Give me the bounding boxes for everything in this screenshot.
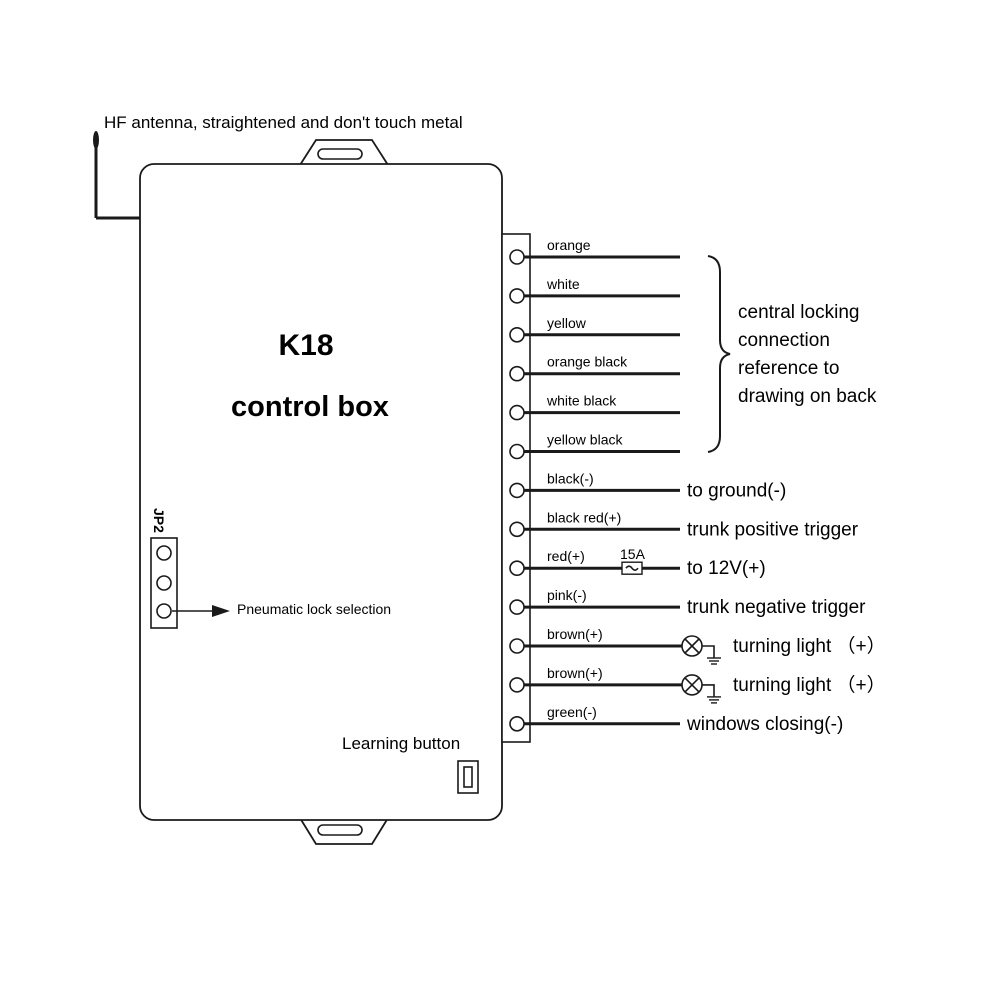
- wire-color-label: brown(+): [547, 665, 603, 681]
- wire-color-label: white black: [546, 393, 617, 409]
- wire-target-label: to 12V(+): [687, 558, 766, 579]
- central-locking-brace: [707, 255, 731, 453]
- wire-color-label: green(-): [547, 704, 597, 720]
- wire-color-label: white: [546, 276, 580, 292]
- wire-row: black red(+) trunk positive trigger: [509, 509, 859, 540]
- wire-target-label: turning light （+）: [733, 674, 886, 696]
- arrow-icon: [212, 605, 230, 617]
- wire-color-label: orange black: [547, 354, 628, 370]
- lamp-icon: [681, 674, 703, 696]
- wire-target-label: trunk negative trigger: [687, 597, 866, 618]
- wire-harness: orange white yellow orange black white black…: [509, 237, 886, 735]
- jumper-block: [150, 537, 178, 629]
- ground-icon: [702, 684, 721, 704]
- wire-row: orange: [509, 237, 680, 265]
- wire-row: yellow black: [509, 432, 680, 460]
- wire-row: white black: [509, 393, 680, 421]
- box-model: K18: [278, 329, 333, 362]
- terminal-pin: [509, 404, 525, 421]
- central-locking-line-3: reference to: [738, 358, 839, 379]
- antenna-label: HF antenna, straightened and don't touch…: [104, 113, 463, 132]
- wire-color-label: yellow: [547, 315, 587, 331]
- central-locking-line-4: drawing on back: [738, 386, 877, 407]
- terminal-pin: [509, 599, 525, 615]
- wire-color-label: brown(+): [547, 626, 603, 642]
- terminal-pin: [509, 560, 525, 577]
- terminal-pin: [509, 326, 525, 343]
- wire-row: yellow: [509, 315, 680, 343]
- wire-color-label: black red(+): [547, 509, 621, 525]
- wire-row: red(+) 15A to 12V(+): [509, 546, 766, 579]
- antenna-tip: [93, 131, 99, 149]
- wire-row: pink(-) trunk negative trigger: [509, 587, 866, 618]
- jumper-pin-3: [156, 603, 172, 619]
- top-mount-tab: [299, 139, 389, 166]
- wire-row: black(-) to ground(-): [509, 470, 786, 501]
- terminal-pin: [509, 288, 525, 304]
- wire-color-label: yellow black: [547, 432, 623, 448]
- wire-color-label: pink(-): [547, 587, 587, 603]
- learning-button-label: Learning button: [342, 734, 460, 753]
- terminal-pin: [509, 365, 525, 382]
- wire-row: brown(+) turning light （+）: [509, 665, 886, 704]
- fuse-label: 15A: [620, 546, 646, 562]
- wire-target-label: turning light （+）: [733, 635, 886, 657]
- ground-icon: [702, 645, 721, 665]
- wire-color-label: red(+): [547, 548, 585, 564]
- wire-target-label: to ground(-): [687, 480, 786, 501]
- wire-row: green(-) windows closing(-): [509, 704, 843, 735]
- bottom-mount-tab: [299, 817, 389, 845]
- wire-row: brown(+) turning light （+）: [509, 626, 886, 665]
- terminal-pin: [509, 521, 525, 538]
- jumper-pin-2: [156, 575, 172, 591]
- terminal-pin: [509, 482, 525, 499]
- wire-target-label: trunk positive trigger: [687, 519, 859, 540]
- jumper-label: JP2: [151, 508, 167, 533]
- central-locking-line-2: connection: [738, 330, 830, 351]
- wire-target-label: windows closing(-): [686, 714, 843, 735]
- box-name: control box: [231, 391, 389, 423]
- terminal-pin: [509, 249, 525, 265]
- terminal-pin: [509, 443, 525, 460]
- antenna: [93, 131, 140, 220]
- jumper-description: Pneumatic lock selection: [237, 601, 391, 617]
- wire-color-label: orange: [547, 237, 591, 253]
- lamp-icon: [681, 635, 703, 657]
- wire-color-label: black(-): [547, 470, 594, 486]
- central-locking-line-1: central locking: [738, 302, 859, 323]
- wire-row: white: [509, 276, 680, 304]
- jumper-pin-1: [156, 545, 172, 561]
- terminal-pin: [509, 715, 525, 732]
- wire-row: orange black: [509, 354, 680, 382]
- learning-button[interactable]: [457, 760, 479, 794]
- terminal-pin: [509, 677, 525, 693]
- terminal-pin: [509, 638, 525, 654]
- control-box: [139, 163, 503, 821]
